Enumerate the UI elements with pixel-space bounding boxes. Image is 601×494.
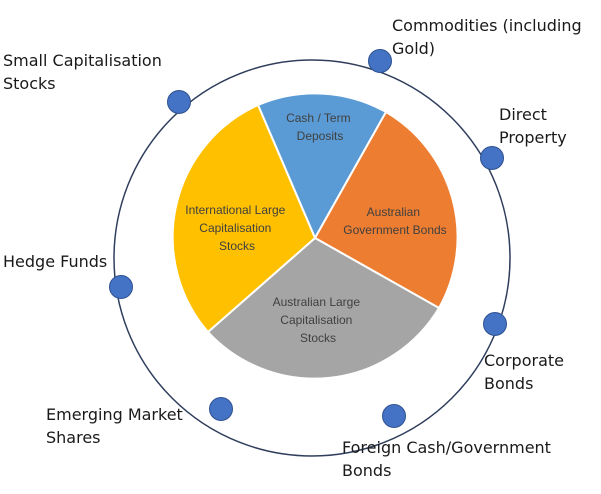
label-hedge-funds: Hedge Funds bbox=[3, 250, 107, 273]
label-line: Bonds bbox=[342, 461, 392, 480]
label-line: Emerging Market bbox=[46, 405, 183, 424]
label-line: Bonds bbox=[484, 374, 534, 393]
node-foreign-cash-government-bonds bbox=[382, 404, 406, 428]
label-line: Property bbox=[499, 128, 567, 147]
outer-ring bbox=[113, 59, 511, 457]
node-emerging-market-shares bbox=[209, 397, 233, 421]
slice-label-cash-term-deposits: Cash / Term Deposits bbox=[286, 111, 354, 143]
slice-australian-government-bonds bbox=[313, 110, 459, 310]
node-corporate-bonds bbox=[483, 312, 507, 336]
label-line: Corporate bbox=[484, 351, 564, 370]
label-line: Hedge Funds bbox=[3, 252, 108, 271]
label-foreign-cash-government-bonds: Foreign Cash/Government Bonds bbox=[342, 436, 551, 482]
label-emerging-market-shares: Emerging Market Shares bbox=[46, 403, 183, 449]
label-line: Stocks bbox=[3, 74, 56, 93]
node-hedge-funds bbox=[109, 275, 133, 299]
slice-label-international-large-cap-stocks: International Large Capitalisation Stock… bbox=[185, 203, 288, 253]
node-direct-property bbox=[480, 146, 504, 170]
node-small-capitalisation-stocks bbox=[167, 90, 191, 114]
label-line: Commodities (including bbox=[392, 16, 582, 35]
label-direct-property: Direct Property bbox=[499, 103, 567, 149]
label-corporate-bonds: Corporate Bonds bbox=[484, 349, 564, 395]
slice-cash-term-deposits bbox=[256, 92, 388, 241]
label-line: Foreign Cash/Government bbox=[342, 438, 551, 457]
label-line: Gold) bbox=[392, 39, 436, 58]
label-small-capitalisation-stocks: Small Capitalisation Stocks bbox=[3, 49, 162, 95]
slice-international-large-cap-stocks bbox=[171, 103, 317, 334]
label-commodities: Commodities (including Gold) bbox=[392, 14, 582, 60]
label-line: Shares bbox=[46, 428, 101, 447]
node-commodities bbox=[368, 49, 392, 73]
label-line: Direct bbox=[499, 105, 547, 124]
slice-australian-large-cap-stocks bbox=[206, 236, 441, 380]
slice-label-australian-large-cap-stocks: Australian Large Capitalisation Stocks bbox=[273, 295, 364, 345]
slice-label-australian-government-bonds: Australian Government Bonds bbox=[343, 205, 446, 237]
label-line: Small Capitalisation bbox=[3, 51, 162, 70]
